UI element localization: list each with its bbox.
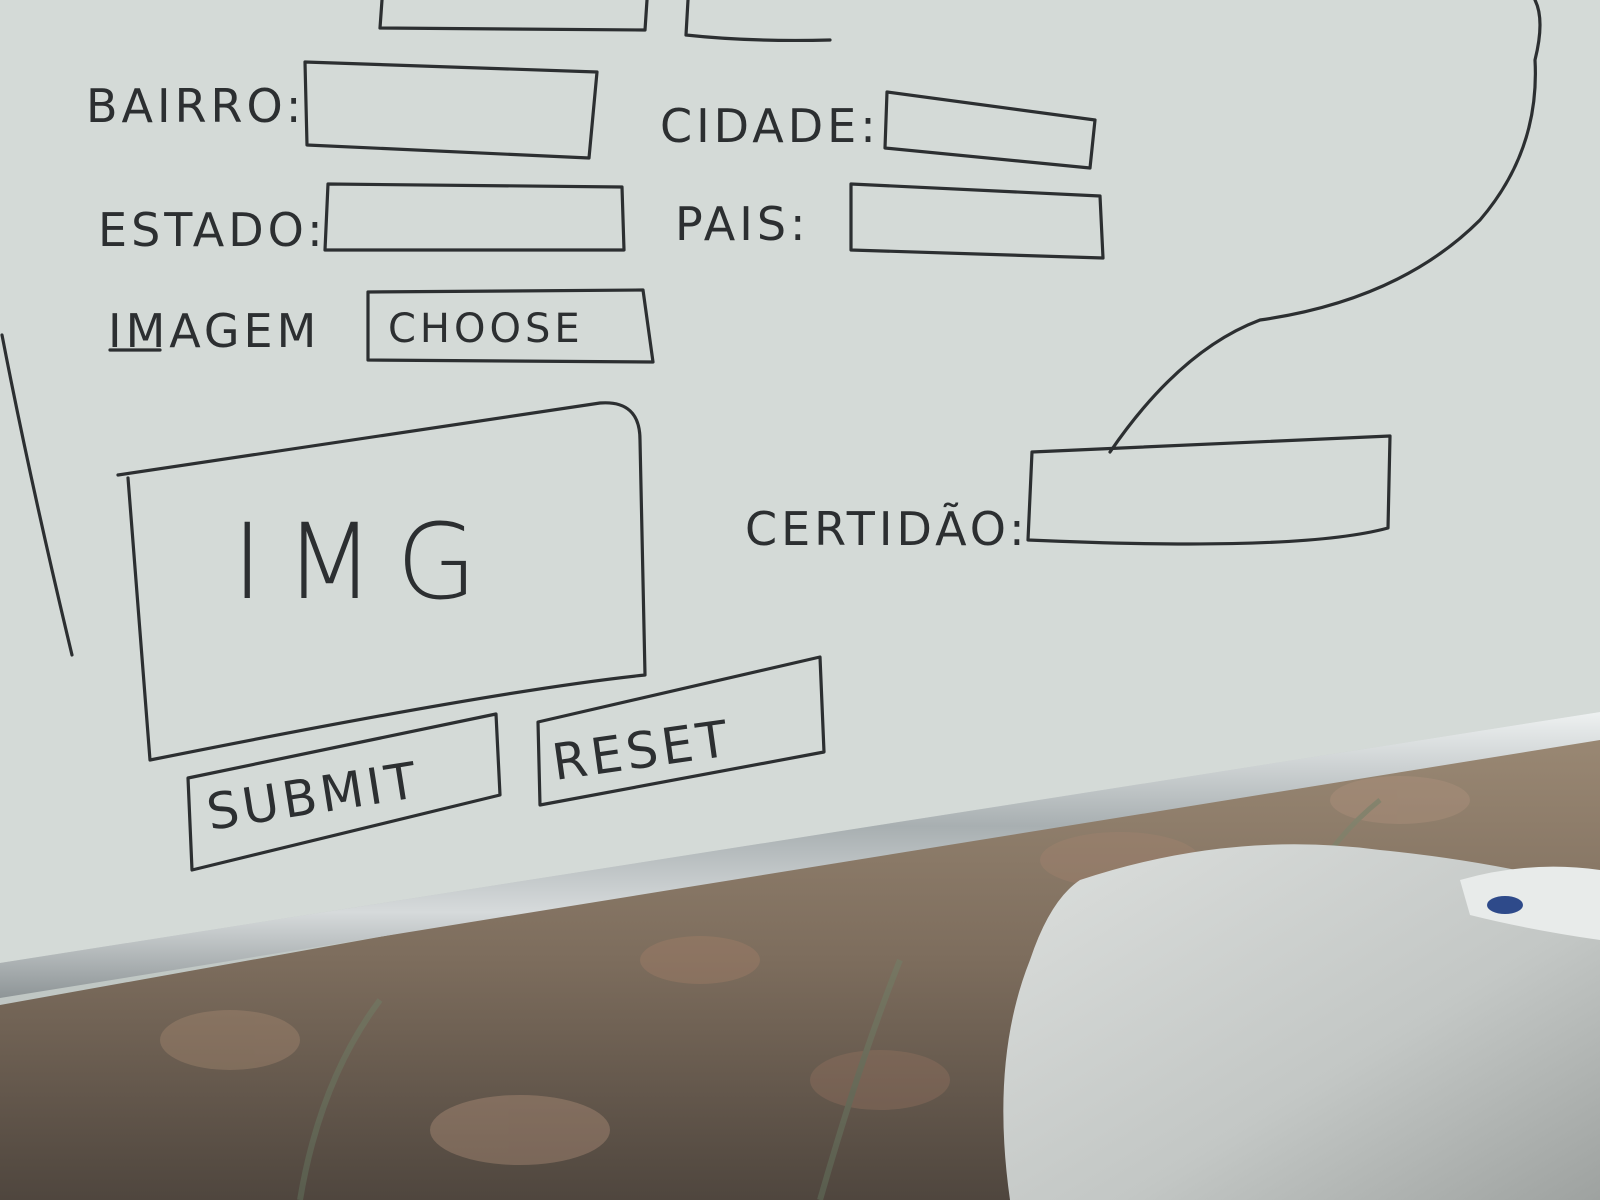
pais-label: PAIS: <box>675 197 810 251</box>
top-field-1 <box>378 0 649 32</box>
cloth-object <box>1003 844 1600 1200</box>
image-preview-label: IMG <box>232 501 499 623</box>
cidade-label: CIDADE: <box>660 99 880 153</box>
image-preview <box>116 401 647 762</box>
pais-field[interactable] <box>849 182 1105 260</box>
bairro-label: BAIRRO: <box>86 79 305 133</box>
stray-line <box>0 333 74 657</box>
connector-arrow <box>1108 0 1542 454</box>
cidade-field[interactable] <box>883 90 1097 170</box>
whiteboard-surface <box>0 0 1600 963</box>
top-field-2 <box>684 0 832 43</box>
paper-object <box>1460 866 1600 940</box>
reset-button[interactable] <box>536 655 826 807</box>
submit-button[interactable] <box>186 712 502 872</box>
choose-button[interactable] <box>366 288 655 364</box>
paper-logo <box>1487 896 1523 914</box>
certidao-field[interactable] <box>1026 434 1392 546</box>
certidao-label: CERTIDÃO: <box>745 502 1029 556</box>
choose-button-label: CHOOSE <box>388 306 584 352</box>
estado-field[interactable] <box>323 182 626 252</box>
bairro-field[interactable] <box>303 60 599 160</box>
estado-label: ESTADO: <box>98 203 327 257</box>
whiteboard-tray <box>0 712 1600 998</box>
